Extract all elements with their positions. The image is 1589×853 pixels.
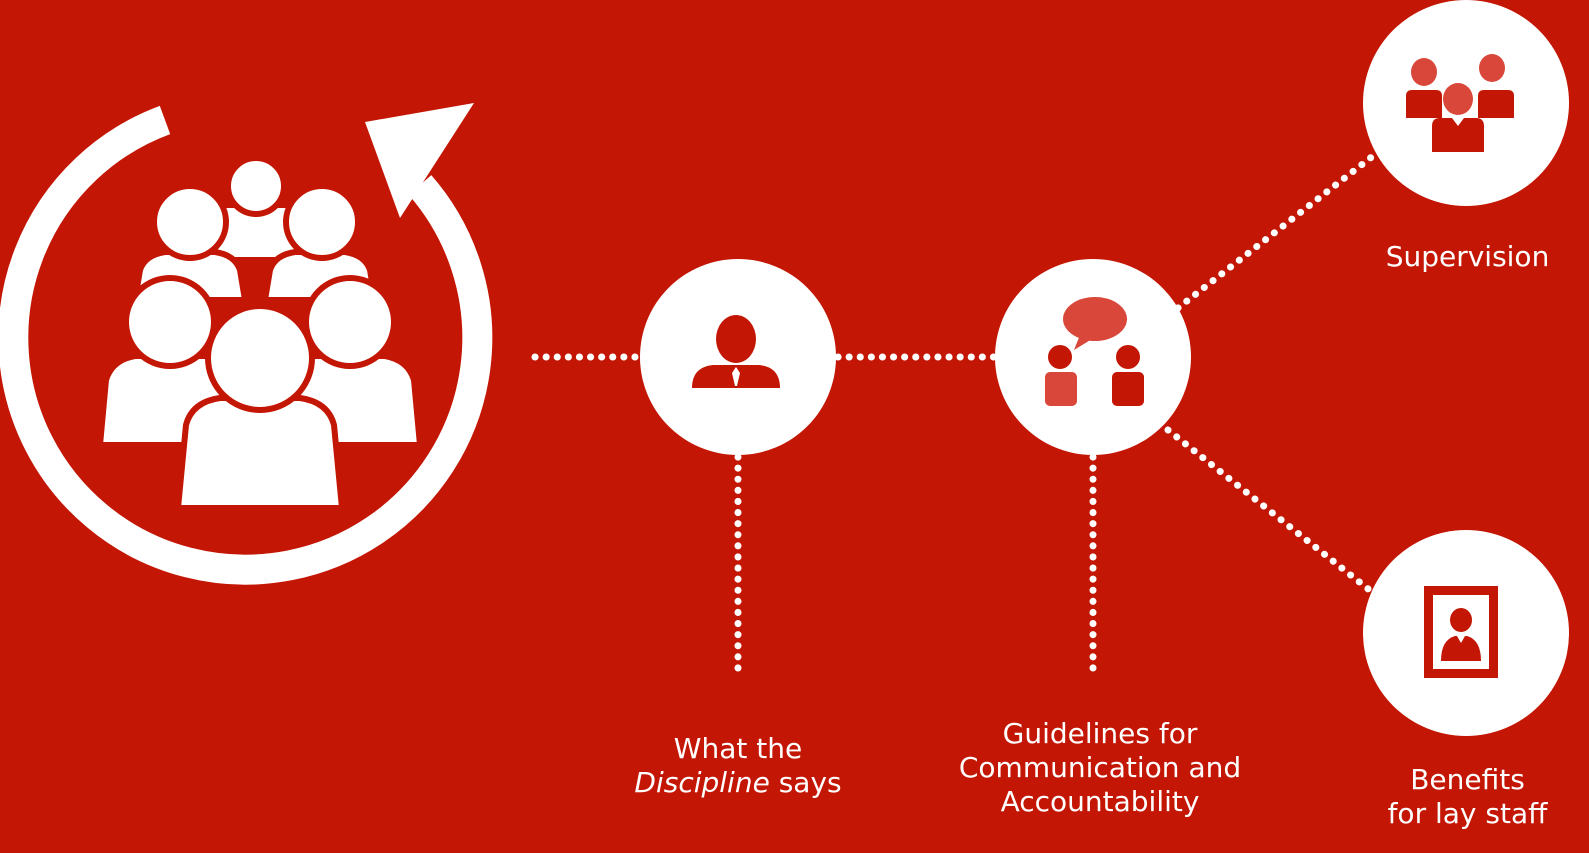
team-cycle-icon [0, 103, 493, 585]
team-people [96, 155, 424, 511]
conversation-icon [1045, 297, 1144, 406]
cycle-arrow-ring [0, 105, 493, 585]
portrait-frame-icon [1424, 586, 1498, 678]
group-icon [1406, 54, 1514, 152]
discipline-label-line2: Discipline says [618, 766, 858, 800]
benefits-label: Benefits for lay staff [1360, 763, 1575, 831]
guidelines-node-circle [995, 259, 1191, 455]
cycle-arrow-head [365, 103, 474, 218]
supervision-label: Supervision [1360, 240, 1575, 274]
benefits-label-line2: for lay staff [1387, 797, 1548, 830]
guidelines-label-line2: Communication and [958, 751, 1242, 784]
guidelines-node [995, 259, 1191, 455]
connector-guidelines-to-benefits [1164, 426, 1376, 596]
benefits-node [1363, 530, 1569, 736]
connectors [531, 148, 1382, 679]
guidelines-label-line1: Guidelines for [1002, 717, 1198, 750]
discipline-label: What the Discipline says [618, 732, 858, 800]
benefits-label-line1: Benefits [1410, 763, 1525, 796]
supervision-node [1363, 0, 1569, 206]
discipline-label-rest: says [769, 766, 842, 799]
discipline-label-line1: What the [673, 732, 803, 765]
supervision-label-text: Supervision [1385, 240, 1550, 273]
discipline-node [640, 259, 836, 455]
person-tie-icon [692, 315, 780, 388]
connector-guidelines-to-supervision [1174, 148, 1382, 312]
guidelines-label-line3: Accountability [1000, 785, 1200, 818]
guidelines-label: Guidelines for Communication and Account… [930, 717, 1270, 819]
discipline-title-italic: Discipline [634, 766, 770, 799]
